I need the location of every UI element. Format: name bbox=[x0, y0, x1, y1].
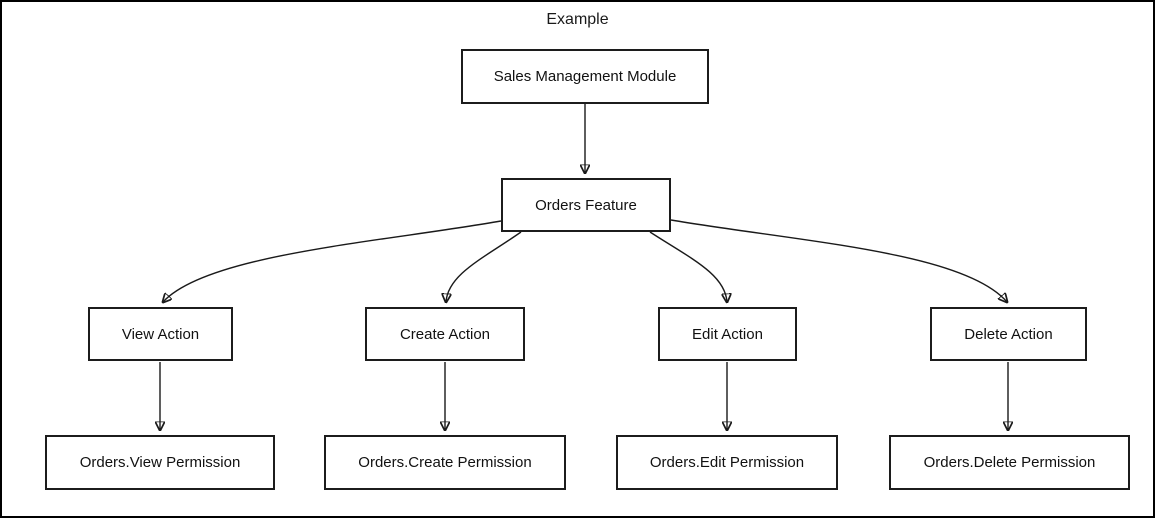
node-label: Orders Feature bbox=[535, 196, 637, 214]
node-label: Delete Action bbox=[964, 325, 1053, 343]
node-orders-view-permission: Orders.View Permission bbox=[45, 435, 275, 490]
node-label: Orders.View Permission bbox=[79, 454, 241, 471]
node-create-action: Create Action bbox=[365, 307, 525, 361]
node-label: View Action bbox=[121, 325, 200, 343]
node-orders-delete-permission: Orders.Delete Permission bbox=[889, 435, 1130, 490]
node-label: Edit Action bbox=[692, 325, 763, 343]
edge-feature-to-create-action bbox=[446, 231, 522, 302]
node-sales-management-module: Sales Management Module bbox=[461, 49, 709, 104]
node-label: Create Action bbox=[399, 325, 491, 343]
node-label: Orders.Create Permission bbox=[358, 454, 532, 471]
edge-feature-to-view-action bbox=[163, 220, 502, 302]
node-view-action: View Action bbox=[88, 307, 233, 361]
node-edit-action: Edit Action bbox=[658, 307, 797, 361]
node-label: Sales Management Module bbox=[493, 68, 677, 85]
node-orders-edit-permission: Orders.Edit Permission bbox=[616, 435, 838, 490]
node-label: Orders.Delete Permission bbox=[923, 454, 1096, 471]
node-label: Orders.Edit Permission bbox=[649, 454, 805, 471]
node-delete-action: Delete Action bbox=[930, 307, 1087, 361]
node-orders-feature: Orders Feature bbox=[501, 178, 671, 232]
edge-feature-to-delete-action bbox=[670, 219, 1007, 302]
node-orders-create-permission: Orders.Create Permission bbox=[324, 435, 566, 490]
edge-feature-to-edit-action bbox=[649, 231, 727, 302]
diagram-title: Example bbox=[546, 11, 609, 28]
